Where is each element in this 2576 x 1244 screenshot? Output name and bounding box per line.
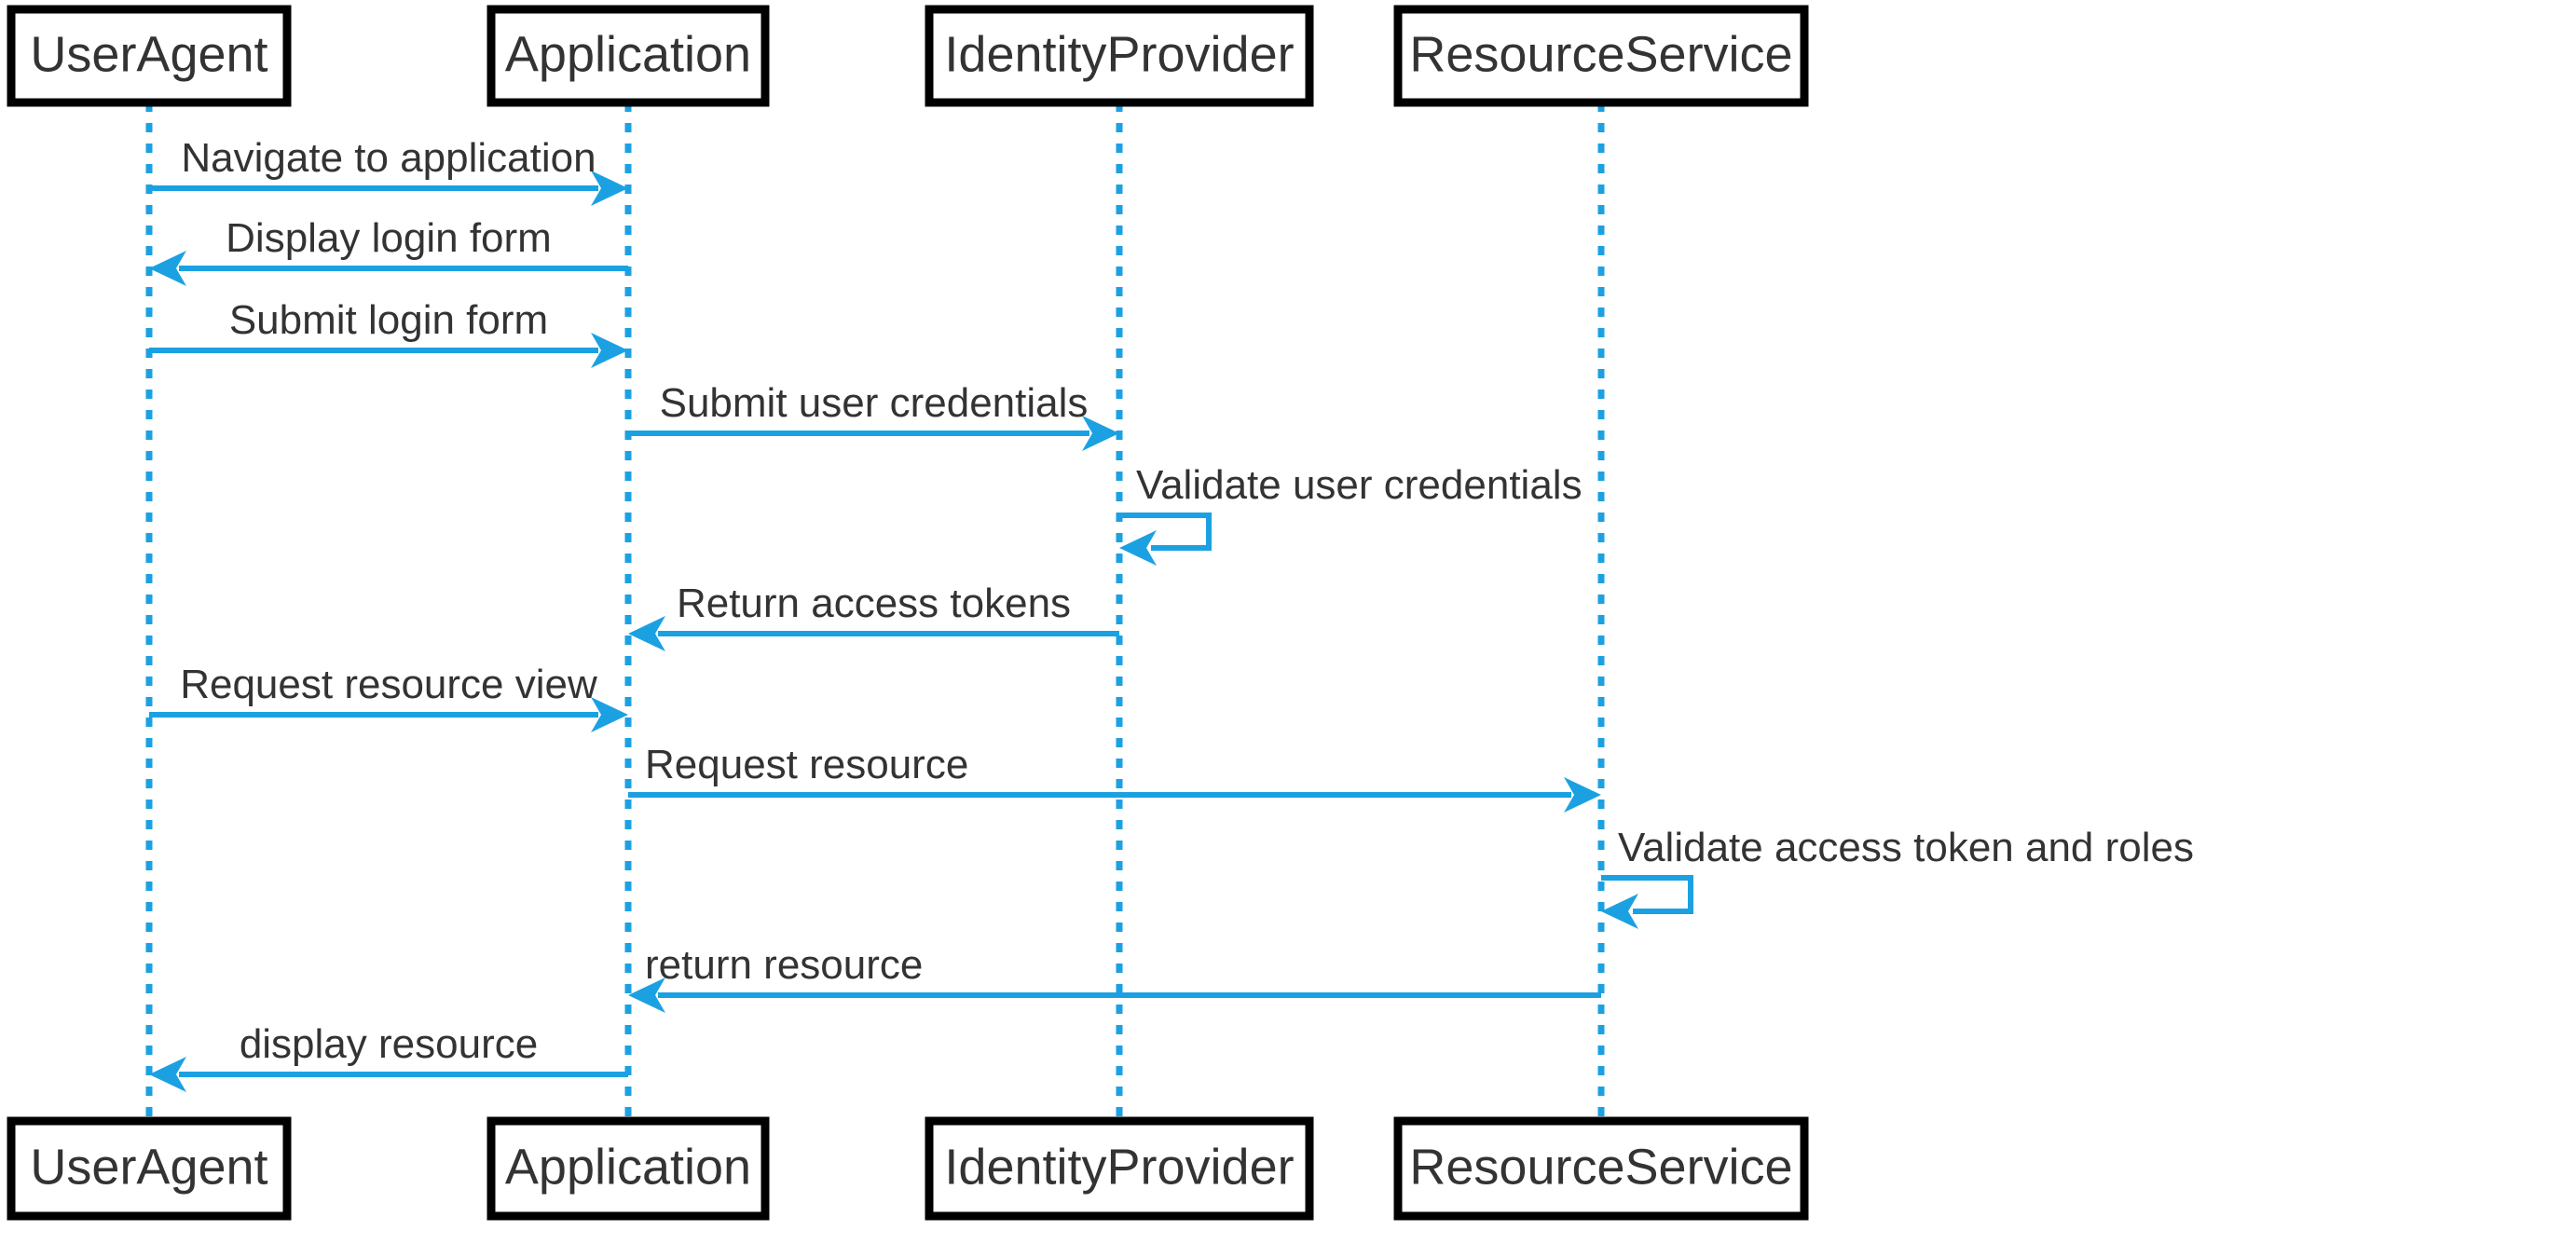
message-label: display resource <box>240 1021 538 1067</box>
arrowhead <box>149 251 186 286</box>
participant-box <box>7 5 292 107</box>
arrowhead <box>1119 530 1157 566</box>
participant-label: Application <box>505 1139 751 1195</box>
message-8-request-resource[interactable]: Request resource <box>628 742 1601 813</box>
participant-label: ResourceService <box>1409 26 1792 82</box>
arrowhead <box>1082 416 1119 451</box>
participant-box <box>925 5 1314 107</box>
message-label: Submit user credentials <box>660 380 1089 426</box>
participant-top-useragent[interactable]: UserAgent <box>7 5 292 107</box>
arrowhead <box>149 1057 186 1092</box>
message-11-display-resource[interactable]: display resource <box>149 1021 628 1092</box>
participant-label: IdentityProvider <box>944 1139 1294 1195</box>
message-label: Return access tokens <box>677 581 1071 626</box>
participant-box <box>1393 1116 1809 1221</box>
message-label: Display login form <box>226 215 552 261</box>
message-9-validate-access-token-and-roles[interactable]: Validate access token and roles <box>1601 825 2194 929</box>
participant-bottom-application[interactable]: Application <box>486 1116 770 1221</box>
message-label: Request resource view <box>180 662 597 707</box>
message-10-return-resource[interactable]: return resource <box>628 942 1601 1013</box>
message-7-request-resource-view[interactable]: Request resource view <box>149 662 628 732</box>
participant-box <box>925 1116 1314 1221</box>
message-6-return-access-tokens[interactable]: Return access tokens <box>628 581 1119 651</box>
selfloop-path <box>1119 513 1212 551</box>
message-1-navigate-to-application[interactable]: Navigate to application <box>149 135 628 206</box>
message-label: Validate access token and roles <box>1618 825 2194 870</box>
message-label: Submit login form <box>229 297 548 343</box>
message-3-submit-login-form[interactable]: Submit login form <box>149 297 628 368</box>
arrowhead <box>628 977 665 1013</box>
participant-top-identityprovider[interactable]: IdentityProvider <box>925 5 1314 107</box>
participant-box <box>486 1116 770 1221</box>
participant-label: Application <box>505 26 751 82</box>
participant-box <box>1393 5 1809 107</box>
selfloop-path <box>1601 875 1693 914</box>
message-label: return resource <box>645 942 923 988</box>
top-participant-boxes: UserAgent Application IdentityProvider Reso… <box>7 5 1809 107</box>
participant-bottom-identityprovider[interactable]: IdentityProvider <box>925 1116 1314 1221</box>
arrowhead <box>1564 777 1601 813</box>
arrowhead <box>591 333 628 368</box>
lifelines-layer <box>145 103 1605 1121</box>
message-label: Navigate to application <box>181 135 596 181</box>
message-label: Validate user credentials <box>1136 462 1583 508</box>
participant-label: UserAgent <box>30 1139 267 1195</box>
participant-label: IdentityProvider <box>944 26 1294 82</box>
message-5-validate-user-credentials[interactable]: Validate user credentials <box>1119 462 1583 566</box>
participant-top-application[interactable]: Application <box>486 5 770 107</box>
arrowhead <box>1601 894 1638 929</box>
participant-box <box>486 5 770 107</box>
participant-box <box>7 1116 292 1221</box>
participant-label: ResourceService <box>1409 1139 1792 1195</box>
participant-top-resourceservice[interactable]: ResourceService <box>1393 5 1809 107</box>
participant-label: UserAgent <box>30 26 267 82</box>
arrowhead <box>591 697 628 732</box>
participant-bottom-useragent[interactable]: UserAgent <box>7 1116 292 1221</box>
participant-bottom-resourceservice[interactable]: ResourceService <box>1393 1116 1809 1221</box>
arrowhead <box>591 171 628 206</box>
message-2-display-login-form[interactable]: Display login form <box>149 215 628 286</box>
message-4-submit-user-credentials[interactable]: Submit user credentials <box>628 380 1119 451</box>
bottom-participant-boxes: UserAgent Application IdentityProvider Reso… <box>7 1116 1809 1221</box>
message-label: Request resource <box>645 742 968 787</box>
arrowhead <box>628 616 665 651</box>
